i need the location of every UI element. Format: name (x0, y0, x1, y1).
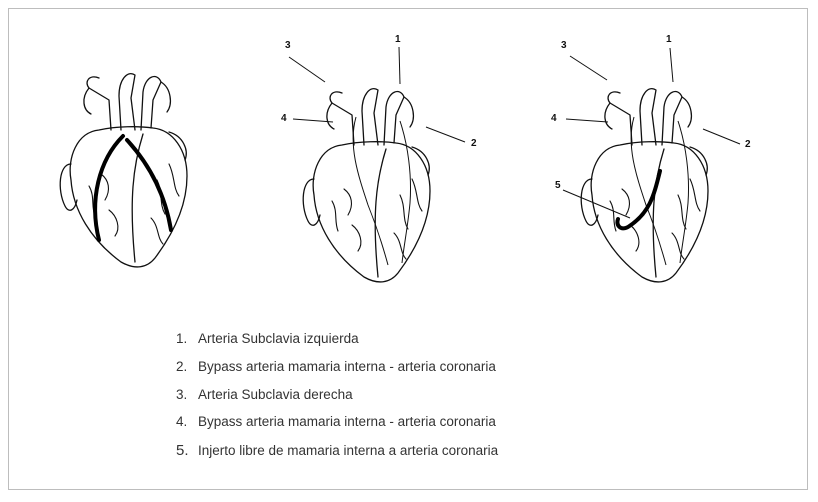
legend-list: 1.Arteria Subclavia izquierda 2.Bypass a… (176, 331, 498, 470)
callout-2-heart2: 2 (471, 139, 477, 149)
callout-3-heart2: 3 (285, 41, 291, 51)
legend-item-4: 4.Bypass arteria mamaria interna - arter… (176, 414, 498, 442)
legend-item-5: 5.Injerto libre de mamaria interna a art… (176, 442, 498, 470)
legend-number: 2. (176, 359, 198, 374)
legend-text: Bypass arteria mamaria interna - arteria… (198, 359, 496, 374)
heart-figure-3 (581, 89, 708, 282)
legend-number: 3. (176, 387, 198, 402)
heart-illustrations (0, 0, 818, 300)
legend-text: Arteria Subclavia derecha (198, 387, 353, 402)
legend-item-3: 3.Arteria Subclavia derecha (176, 387, 498, 415)
legend-number: 5. (176, 442, 198, 459)
legend-text: Bypass arteria mamaria interna - arteria… (198, 414, 496, 429)
heart-figure-2 (303, 89, 430, 282)
legend-item-2: 2.Bypass arteria mamaria interna - arter… (176, 359, 498, 387)
callout-1-heart2: 1 (395, 35, 401, 45)
heart-figure-1 (60, 74, 187, 267)
legend-number: 1. (176, 331, 198, 346)
legend-number: 4. (176, 414, 198, 429)
legend-text: Injerto libre de mamaria interna a arter… (198, 443, 498, 458)
callout-5-heart3: 5 (555, 181, 561, 191)
callout-3-heart3: 3 (561, 41, 567, 51)
callout-4-heart2: 4 (281, 114, 287, 124)
legend-text: Arteria Subclavia izquierda (198, 331, 359, 346)
callout-2-heart3: 2 (745, 140, 751, 150)
legend-item-1: 1.Arteria Subclavia izquierda (176, 331, 498, 359)
callout-4-heart3: 4 (551, 114, 557, 124)
callout-1-heart3: 1 (666, 35, 672, 45)
